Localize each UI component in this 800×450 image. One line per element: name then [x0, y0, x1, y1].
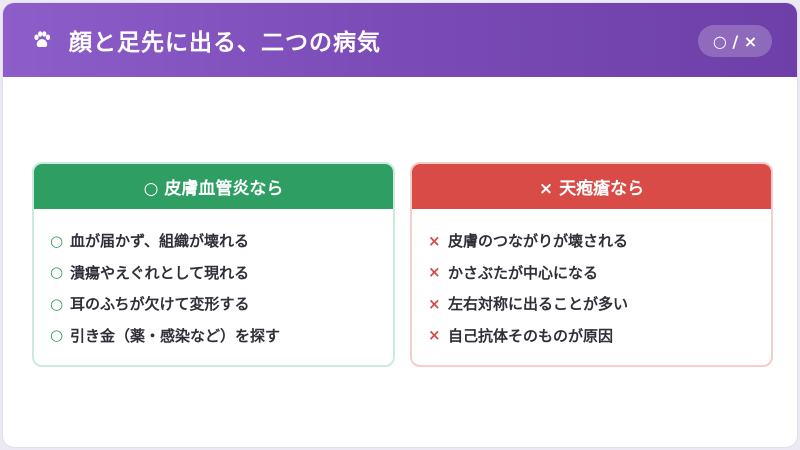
- cross-icon: ×: [428, 263, 441, 282]
- list-item: × かさぶたが中心になる: [428, 257, 771, 289]
- pemphigus-card-title: × 天疱瘡なら: [412, 164, 771, 209]
- vasculitis-card: ○ 皮膚血管炎なら ○ 血が届かず、組織が壊れる ○ 潰瘍やえぐれとして現れる …: [32, 162, 395, 367]
- circle-icon: ○: [50, 231, 64, 250]
- page-title: 顔と足先に出る、二つの病気: [69, 30, 381, 56]
- vasculitis-card-title: ○ 皮膚血管炎なら: [34, 164, 393, 209]
- list-item-text: かさぶたが中心になる: [448, 263, 599, 282]
- list-item-text: 引き金（薬・感染など）を探す: [70, 326, 281, 345]
- pemphigus-card: × 天疱瘡なら × 皮膚のつながりが壊される × かさぶたが中心になる × 左右…: [410, 162, 773, 367]
- vasculitis-list: ○ 血が届かず、組織が壊れる ○ 潰瘍やえぐれとして現れる ○ 耳のふちが欠けて…: [34, 209, 393, 351]
- answer-toggle-button[interactable]: ○ / ×: [698, 25, 772, 57]
- paw-icon: [34, 31, 51, 48]
- list-item-text: 耳のふちが欠けて変形する: [70, 295, 250, 314]
- header-bar: 顔と足先に出る、二つの病気 ○ / ×: [3, 3, 797, 77]
- list-item: ○ 耳のふちが欠けて変形する: [50, 288, 393, 320]
- list-item-text: 左右対称に出ることが多い: [448, 295, 629, 314]
- cross-icon: ×: [428, 294, 441, 313]
- circle-icon: ○: [50, 294, 64, 313]
- list-item-text: 自己抗体そのものが原因: [448, 326, 614, 345]
- list-item-text: 皮膚のつながりが壊される: [448, 232, 629, 251]
- cross-icon: ×: [428, 231, 441, 250]
- circle-icon: ○: [50, 263, 64, 282]
- list-item: ○ 潰瘍やえぐれとして現れる: [50, 257, 393, 289]
- list-item: × 左右対称に出ることが多い: [428, 288, 771, 320]
- list-item: × 自己抗体そのものが原因: [428, 320, 771, 352]
- pemphigus-list: × 皮膚のつながりが壊される × かさぶたが中心になる × 左右対称に出ることが…: [412, 209, 771, 351]
- list-item-text: 血が届かず、組織が壊れる: [70, 232, 249, 251]
- circle-icon: ○: [50, 326, 64, 345]
- list-item-text: 潰瘍やえぐれとして現れる: [70, 263, 250, 282]
- list-item: × 皮膚のつながりが壊される: [428, 225, 771, 257]
- list-item: ○ 血が届かず、組織が壊れる: [50, 225, 393, 257]
- cross-icon: ×: [428, 326, 441, 345]
- list-item: ○ 引き金（薬・感染など）を探す: [50, 320, 393, 352]
